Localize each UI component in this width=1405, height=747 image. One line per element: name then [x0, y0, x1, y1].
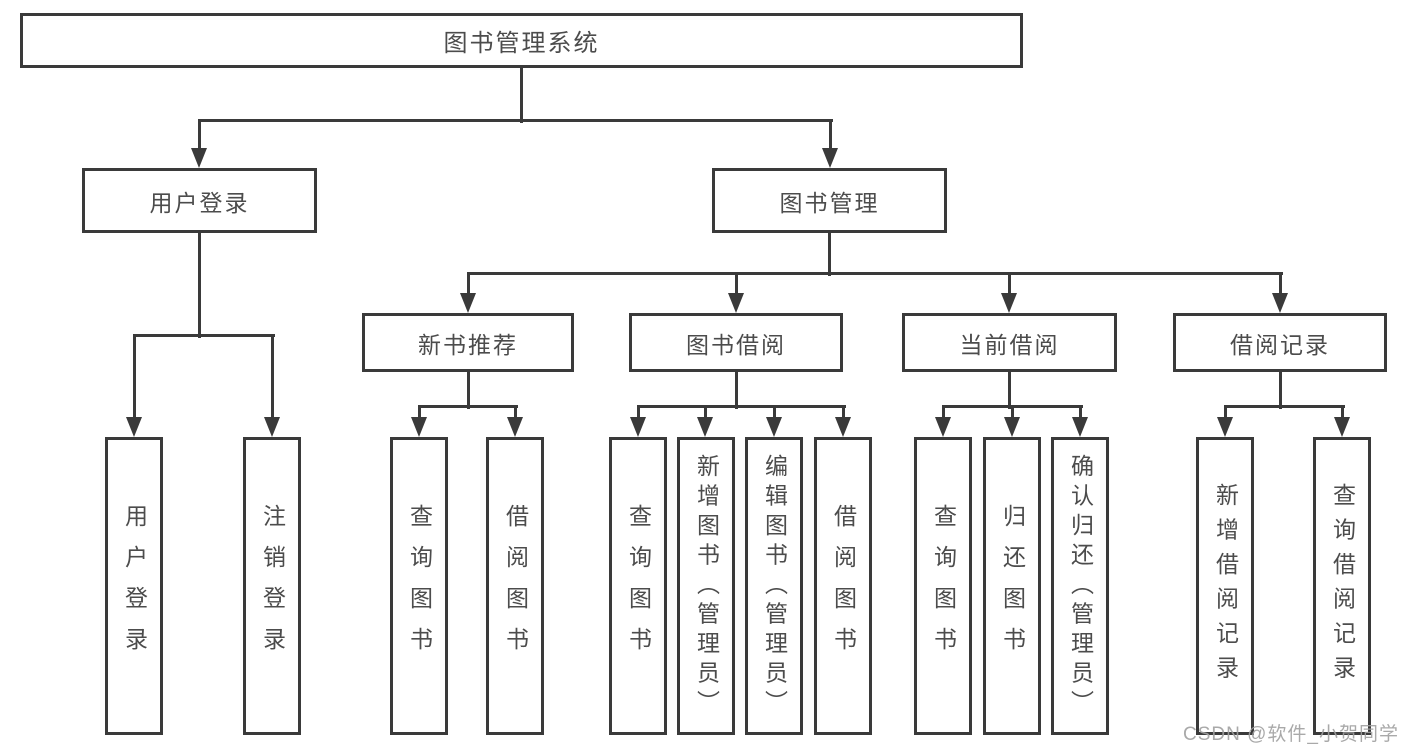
- node-confirm-return-admin: 确认归还（管理员）: [1051, 437, 1109, 735]
- connector-vline: [941, 404, 945, 420]
- node-system: 图书管理系统: [20, 13, 1023, 68]
- arrow-down-icon: [835, 417, 851, 437]
- node-label: 图书管理: [779, 189, 880, 216]
- node-label: 图书管理系统: [443, 30, 600, 57]
- connector-vline: [197, 231, 201, 338]
- connector-vline: [827, 231, 831, 276]
- connector-vline: [513, 404, 517, 420]
- node-label: 确认归还（管理员）: [1067, 453, 1094, 719]
- arrow-down-icon: [728, 293, 744, 313]
- node-label: 归还图书: [999, 504, 1026, 668]
- connector-vline: [1223, 404, 1227, 420]
- node-query-books-recommend: 查询图书: [390, 437, 448, 735]
- connector-vline: [772, 404, 776, 420]
- node-add-borrow-record: 新增借阅记录: [1196, 437, 1254, 735]
- node-book-management: 图书管理: [712, 168, 947, 233]
- node-logout-leaf: 注销登录: [243, 437, 301, 735]
- node-label: 用户登录: [149, 189, 250, 216]
- arrow-down-icon: [1272, 293, 1288, 313]
- node-label: 查询图书: [406, 504, 433, 668]
- arrow-down-icon: [264, 417, 280, 437]
- connector-vline: [1007, 271, 1011, 296]
- node-label: 当前借阅: [959, 331, 1060, 358]
- arrow-down-icon: [1334, 417, 1350, 437]
- connector-vline: [1010, 404, 1014, 420]
- connector-vline: [1340, 404, 1344, 420]
- node-label: 查询图书: [625, 504, 652, 668]
- connector-vline: [197, 118, 201, 151]
- connector-hline: [636, 404, 846, 408]
- connector-hline: [466, 271, 1283, 275]
- connector-vline: [466, 271, 470, 296]
- arrow-down-icon: [1004, 417, 1020, 437]
- node-label: 编辑图书（管理员）: [761, 453, 788, 719]
- node-label: 查询图书: [930, 504, 957, 668]
- connector-vline: [417, 404, 421, 420]
- node-user-login: 用户登录: [82, 168, 317, 233]
- connector-hline: [1223, 404, 1345, 408]
- connector-vline: [828, 118, 832, 151]
- node-book-borrowing: 图书借阅: [629, 313, 843, 372]
- connector-vline: [519, 66, 523, 123]
- node-user-login-leaf: 用户登录: [105, 437, 163, 735]
- connector-vline: [1078, 404, 1082, 420]
- node-label: 用户登录: [121, 504, 148, 668]
- connector-hline: [132, 333, 275, 337]
- arrow-down-icon: [935, 417, 951, 437]
- connector-vline: [734, 271, 738, 296]
- arrow-down-icon: [507, 417, 523, 437]
- arrow-down-icon: [766, 417, 782, 437]
- connector-vline: [636, 404, 640, 420]
- connector-vline: [1278, 271, 1282, 296]
- node-return-books: 归还图书: [983, 437, 1041, 735]
- node-label: 借阅记录: [1230, 331, 1330, 358]
- arrow-down-icon: [630, 417, 646, 437]
- connector-vline: [1007, 370, 1011, 409]
- arrow-down-icon: [191, 148, 207, 168]
- watermark: CSDN @软件_小贺同学: [1183, 724, 1399, 745]
- arrow-down-icon: [822, 148, 838, 168]
- node-borrow-books-borrowing: 借阅图书: [814, 437, 872, 735]
- connector-vline: [734, 370, 738, 409]
- node-label: 新增图书（管理员）: [693, 453, 720, 719]
- connector-vline: [703, 404, 707, 420]
- node-new-book-recommend: 新书推荐: [362, 313, 574, 372]
- node-borrowing-records: 借阅记录: [1173, 313, 1387, 372]
- node-query-books-borrowing: 查询图书: [609, 437, 667, 735]
- node-label: 图书借阅: [686, 331, 786, 358]
- connector-vline: [270, 333, 274, 420]
- node-query-borrow-record: 查询借阅记录: [1313, 437, 1371, 735]
- node-label: 新增借阅记录: [1212, 482, 1239, 690]
- node-label: 借阅图书: [502, 504, 529, 668]
- node-edit-books-admin: 编辑图书（管理员）: [745, 437, 803, 735]
- node-label: 借阅图书: [830, 504, 857, 668]
- arrow-down-icon: [411, 417, 427, 437]
- arrow-down-icon: [460, 293, 476, 313]
- arrow-down-icon: [697, 417, 713, 437]
- node-borrow-books-recommend: 借阅图书: [486, 437, 544, 735]
- arrow-down-icon: [1072, 417, 1088, 437]
- node-label: 注销登录: [259, 504, 286, 668]
- connector-vline: [841, 404, 845, 420]
- arrow-down-icon: [126, 417, 142, 437]
- node-query-books-current: 查询图书: [914, 437, 972, 735]
- node-add-books-admin: 新增图书（管理员）: [677, 437, 735, 735]
- arrow-down-icon: [1217, 417, 1233, 437]
- connector-vline: [132, 333, 136, 420]
- connector-vline: [1278, 370, 1282, 409]
- node-label: 新书推荐: [418, 331, 518, 358]
- arrow-down-icon: [1001, 293, 1017, 313]
- connector-hline: [197, 118, 833, 122]
- connector-vline: [466, 370, 470, 409]
- node-label: 查询借阅记录: [1329, 482, 1356, 690]
- node-current-borrowing: 当前借阅: [902, 313, 1117, 372]
